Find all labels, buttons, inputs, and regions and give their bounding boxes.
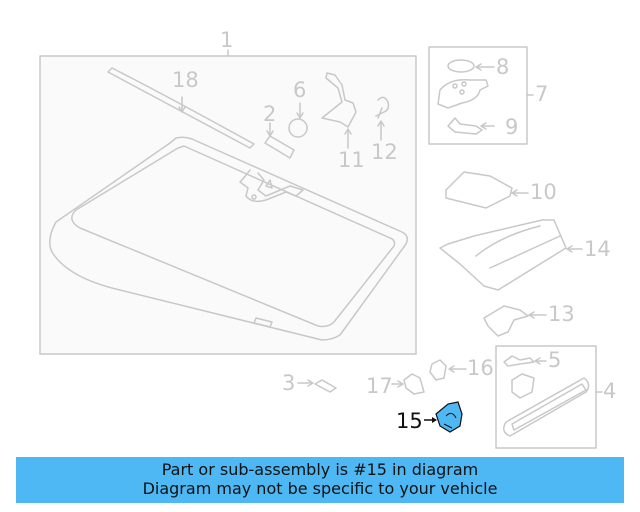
part-18-molding bbox=[107, 67, 255, 149]
part-17-cover bbox=[391, 373, 425, 395]
callout-12[interactable]: 12 bbox=[371, 140, 398, 164]
callout-15[interactable]: 15 bbox=[396, 409, 423, 433]
callout-6[interactable]: 6 bbox=[293, 78, 307, 102]
callout-5[interactable]: 5 bbox=[548, 348, 562, 372]
part-14-console bbox=[439, 219, 583, 291]
callout-8[interactable]: 8 bbox=[496, 55, 510, 79]
assembly-box-4 bbox=[495, 345, 603, 449]
callout-17[interactable]: 17 bbox=[366, 374, 393, 398]
part-6-disc bbox=[288, 102, 308, 138]
callout-18[interactable]: 18 bbox=[172, 68, 199, 92]
part-13-bracket bbox=[483, 305, 547, 337]
callout-11[interactable]: 11 bbox=[338, 148, 365, 172]
part-2-pad bbox=[264, 122, 295, 159]
callout-1[interactable]: 1 bbox=[220, 28, 234, 52]
part-16-cover bbox=[429, 359, 467, 381]
callout-4[interactable]: 4 bbox=[603, 379, 617, 403]
callout-9[interactable]: 9 bbox=[505, 115, 519, 139]
parts-diagram: 1 2 3 4 5 6 7 8 9 10 11 12 13 14 15 16 1… bbox=[39, 28, 617, 449]
assembly-box-7 bbox=[428, 46, 534, 145]
callout-14[interactable]: 14 bbox=[584, 237, 611, 261]
part-3-pad bbox=[297, 379, 337, 393]
part-info-banner: Part or sub-assembly is #15 in diagram D… bbox=[16, 457, 624, 503]
part-1-windshield bbox=[49, 136, 409, 341]
part-10-lamp bbox=[445, 171, 529, 209]
part-12-clip bbox=[375, 96, 390, 141]
part-11-sensor-cover bbox=[321, 72, 357, 149]
callout-16[interactable]: 16 bbox=[467, 356, 494, 380]
part-15-highlighted[interactable] bbox=[424, 401, 463, 433]
callout-7[interactable]: 7 bbox=[535, 82, 549, 106]
banner-line-disclaimer: Diagram may not be specific to your vehi… bbox=[142, 479, 498, 498]
callout-10[interactable]: 10 bbox=[530, 180, 557, 204]
banner-line-part-number: Part or sub-assembly is #15 in diagram bbox=[161, 460, 479, 479]
callout-13[interactable]: 13 bbox=[548, 302, 575, 326]
callout-2[interactable]: 2 bbox=[263, 102, 277, 126]
callout-3[interactable]: 3 bbox=[282, 371, 296, 395]
